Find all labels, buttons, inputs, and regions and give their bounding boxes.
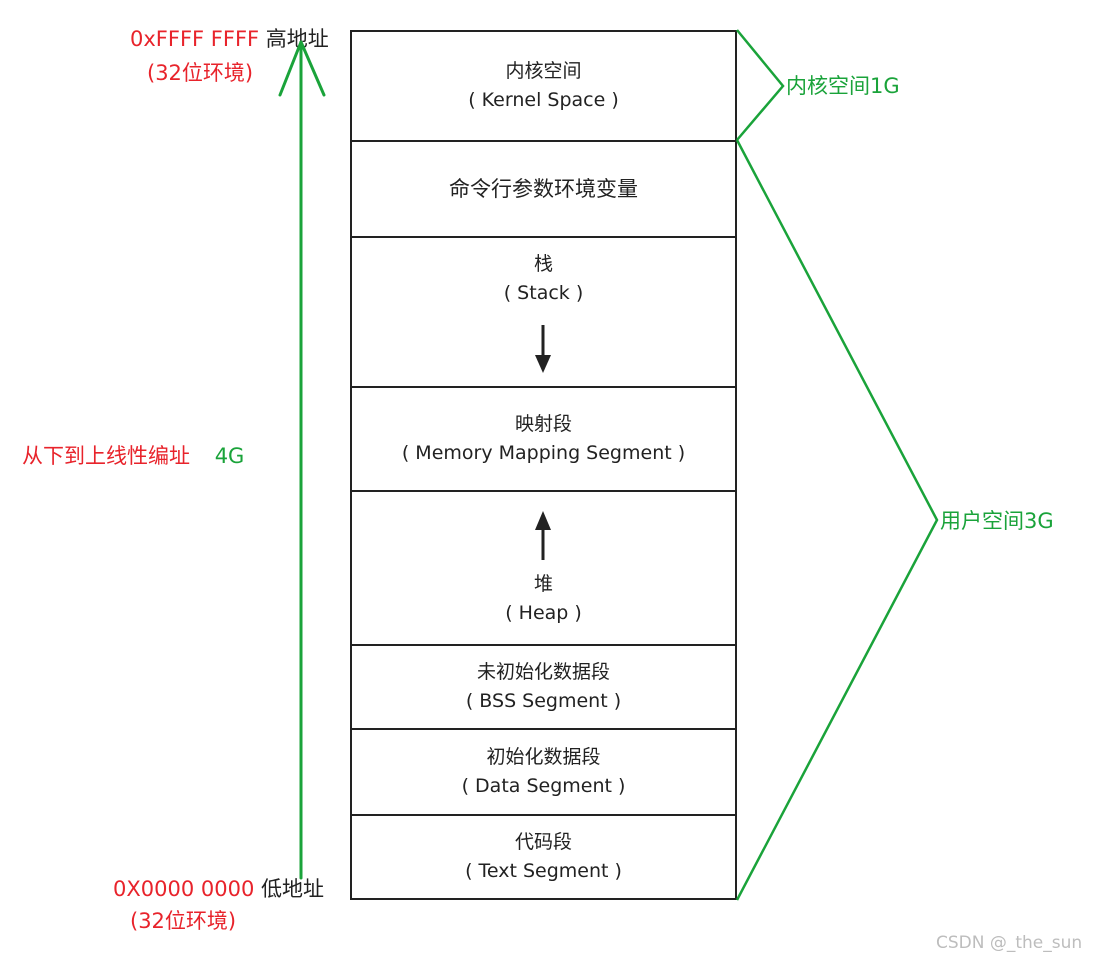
segment-data-cn: 初始化数据段: [486, 746, 601, 768]
kernel-space-brace: [736, 29, 785, 141]
address-growth-arrow: [278, 40, 326, 880]
kernel-space-size-label: 内核空间1G: [786, 74, 900, 98]
heap-up-arrow-icon: [535, 511, 551, 560]
segment-bss-cn: 未初始化数据段: [476, 661, 610, 683]
high-address-suffix: 高地址: [265, 27, 329, 51]
linear-size: 4G: [214, 444, 245, 468]
low-env-label: (32位环境): [130, 909, 237, 933]
stack-down-arrow-icon: [535, 325, 551, 373]
linear-desc: 从下到上线性编址: [22, 444, 190, 468]
segment-bss-en: ( BSS Segment ): [465, 690, 622, 712]
low-address-suffix: 低地址: [261, 877, 324, 901]
high-env-label: (32位环境): [147, 61, 254, 85]
segment-stack-en: ( Stack ): [503, 282, 584, 304]
segment-stack-cn: 栈: [533, 253, 553, 275]
high-address-value: 0xFFFF FFFF: [130, 27, 260, 51]
segment-kernel-space: 内核空间 ( Kernel Space ): [350, 30, 737, 142]
high-address-label: 0xFFFF FFFF 高地址: [130, 26, 329, 52]
low-address-value: 0X0000 0000: [113, 877, 255, 901]
segment-text-en: ( Text Segment ): [465, 860, 622, 882]
segment-mmap-cn: 映射段: [514, 413, 572, 435]
segment-kernel-space-cn: 内核空间: [505, 60, 582, 82]
watermark: CSDN @_the_sun: [936, 933, 1083, 953]
segment-text: 代码段 ( Text Segment ): [350, 814, 737, 900]
segment-heap-en: ( Heap ): [505, 602, 582, 624]
user-space-brace: [735, 139, 939, 901]
low-address-label: 0X0000 0000 低地址: [113, 876, 324, 902]
segment-mmap-en: ( Memory Mapping Segment ): [401, 442, 686, 464]
segment-args-env-cn: 命令行参数环境变量: [449, 177, 638, 201]
linear-addressing-label: 从下到上线性编址 4G: [22, 443, 244, 469]
segment-data-en: ( Data Segment ): [461, 775, 626, 797]
segment-bss: 未初始化数据段 ( BSS Segment ): [350, 644, 737, 730]
segment-args-env: 命令行参数环境变量: [350, 140, 737, 238]
user-space-size-label: 用户空间3G: [940, 509, 1054, 533]
segment-text-cn: 代码段: [514, 831, 572, 853]
segment-heap-cn: 堆: [533, 573, 553, 595]
segment-kernel-space-en: ( Kernel Space ): [468, 89, 619, 111]
segment-data: 初始化数据段 ( Data Segment ): [350, 728, 737, 816]
